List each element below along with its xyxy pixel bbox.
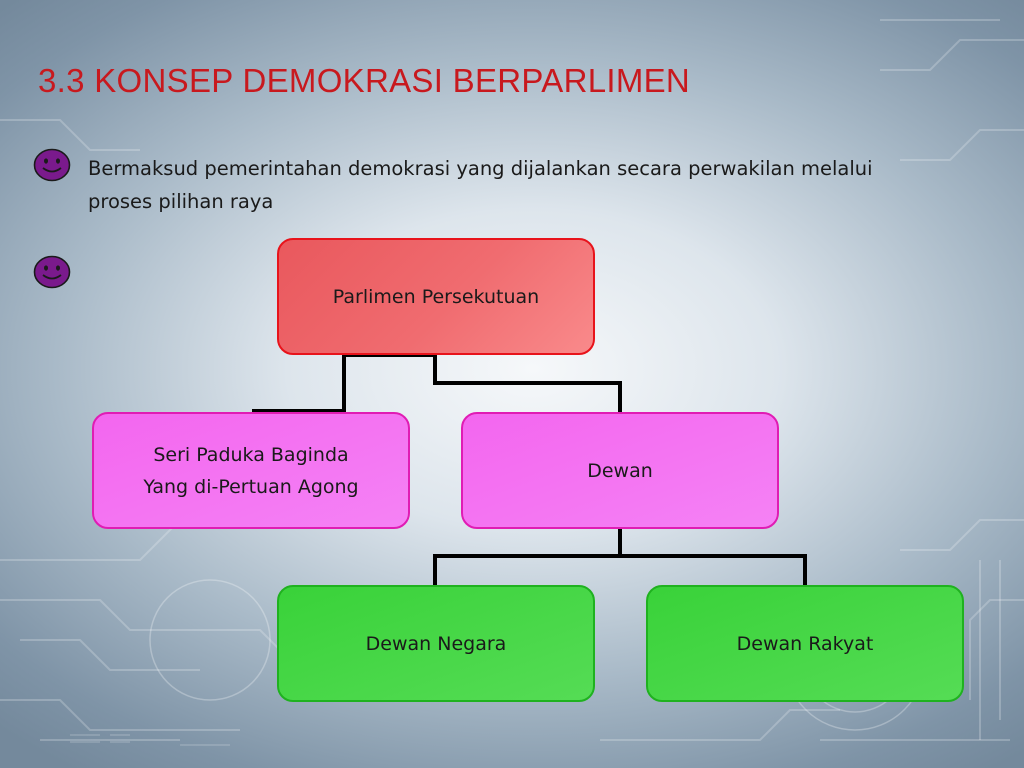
- node-dewan: Dewan: [461, 412, 779, 529]
- smiley-icon: [33, 255, 71, 289]
- node-dewan-negara: Dewan Negara: [277, 585, 595, 702]
- node-label: Dewan: [587, 459, 653, 482]
- slide-title: 3.3 KONSEP DEMOKRASI BERPARLIMEN: [38, 62, 691, 99]
- smiley-icon: [33, 148, 71, 182]
- node-label: Dewan Rakyat: [736, 632, 874, 655]
- connector-root-to-level2: [252, 353, 622, 413]
- connector-dewan-to-negara: [433, 529, 622, 585]
- node-label: Parlimen Persekutuan: [332, 285, 540, 308]
- node-dewan-rakyat: Dewan Rakyat: [646, 585, 964, 702]
- node-label: Dewan Negara: [365, 632, 507, 655]
- node-label: Seri Paduka Baginda Yang di-Pertuan Agon…: [143, 443, 359, 498]
- node-parlimen-persekutuan: Parlimen Persekutuan: [277, 238, 595, 355]
- connector-dewan-to-rakyat: [620, 554, 807, 585]
- node-agong: Seri Paduka Baginda Yang di-Pertuan Agon…: [92, 412, 410, 529]
- bullet-text: Bermaksud pemerintahan demokrasi yang di…: [88, 157, 873, 213]
